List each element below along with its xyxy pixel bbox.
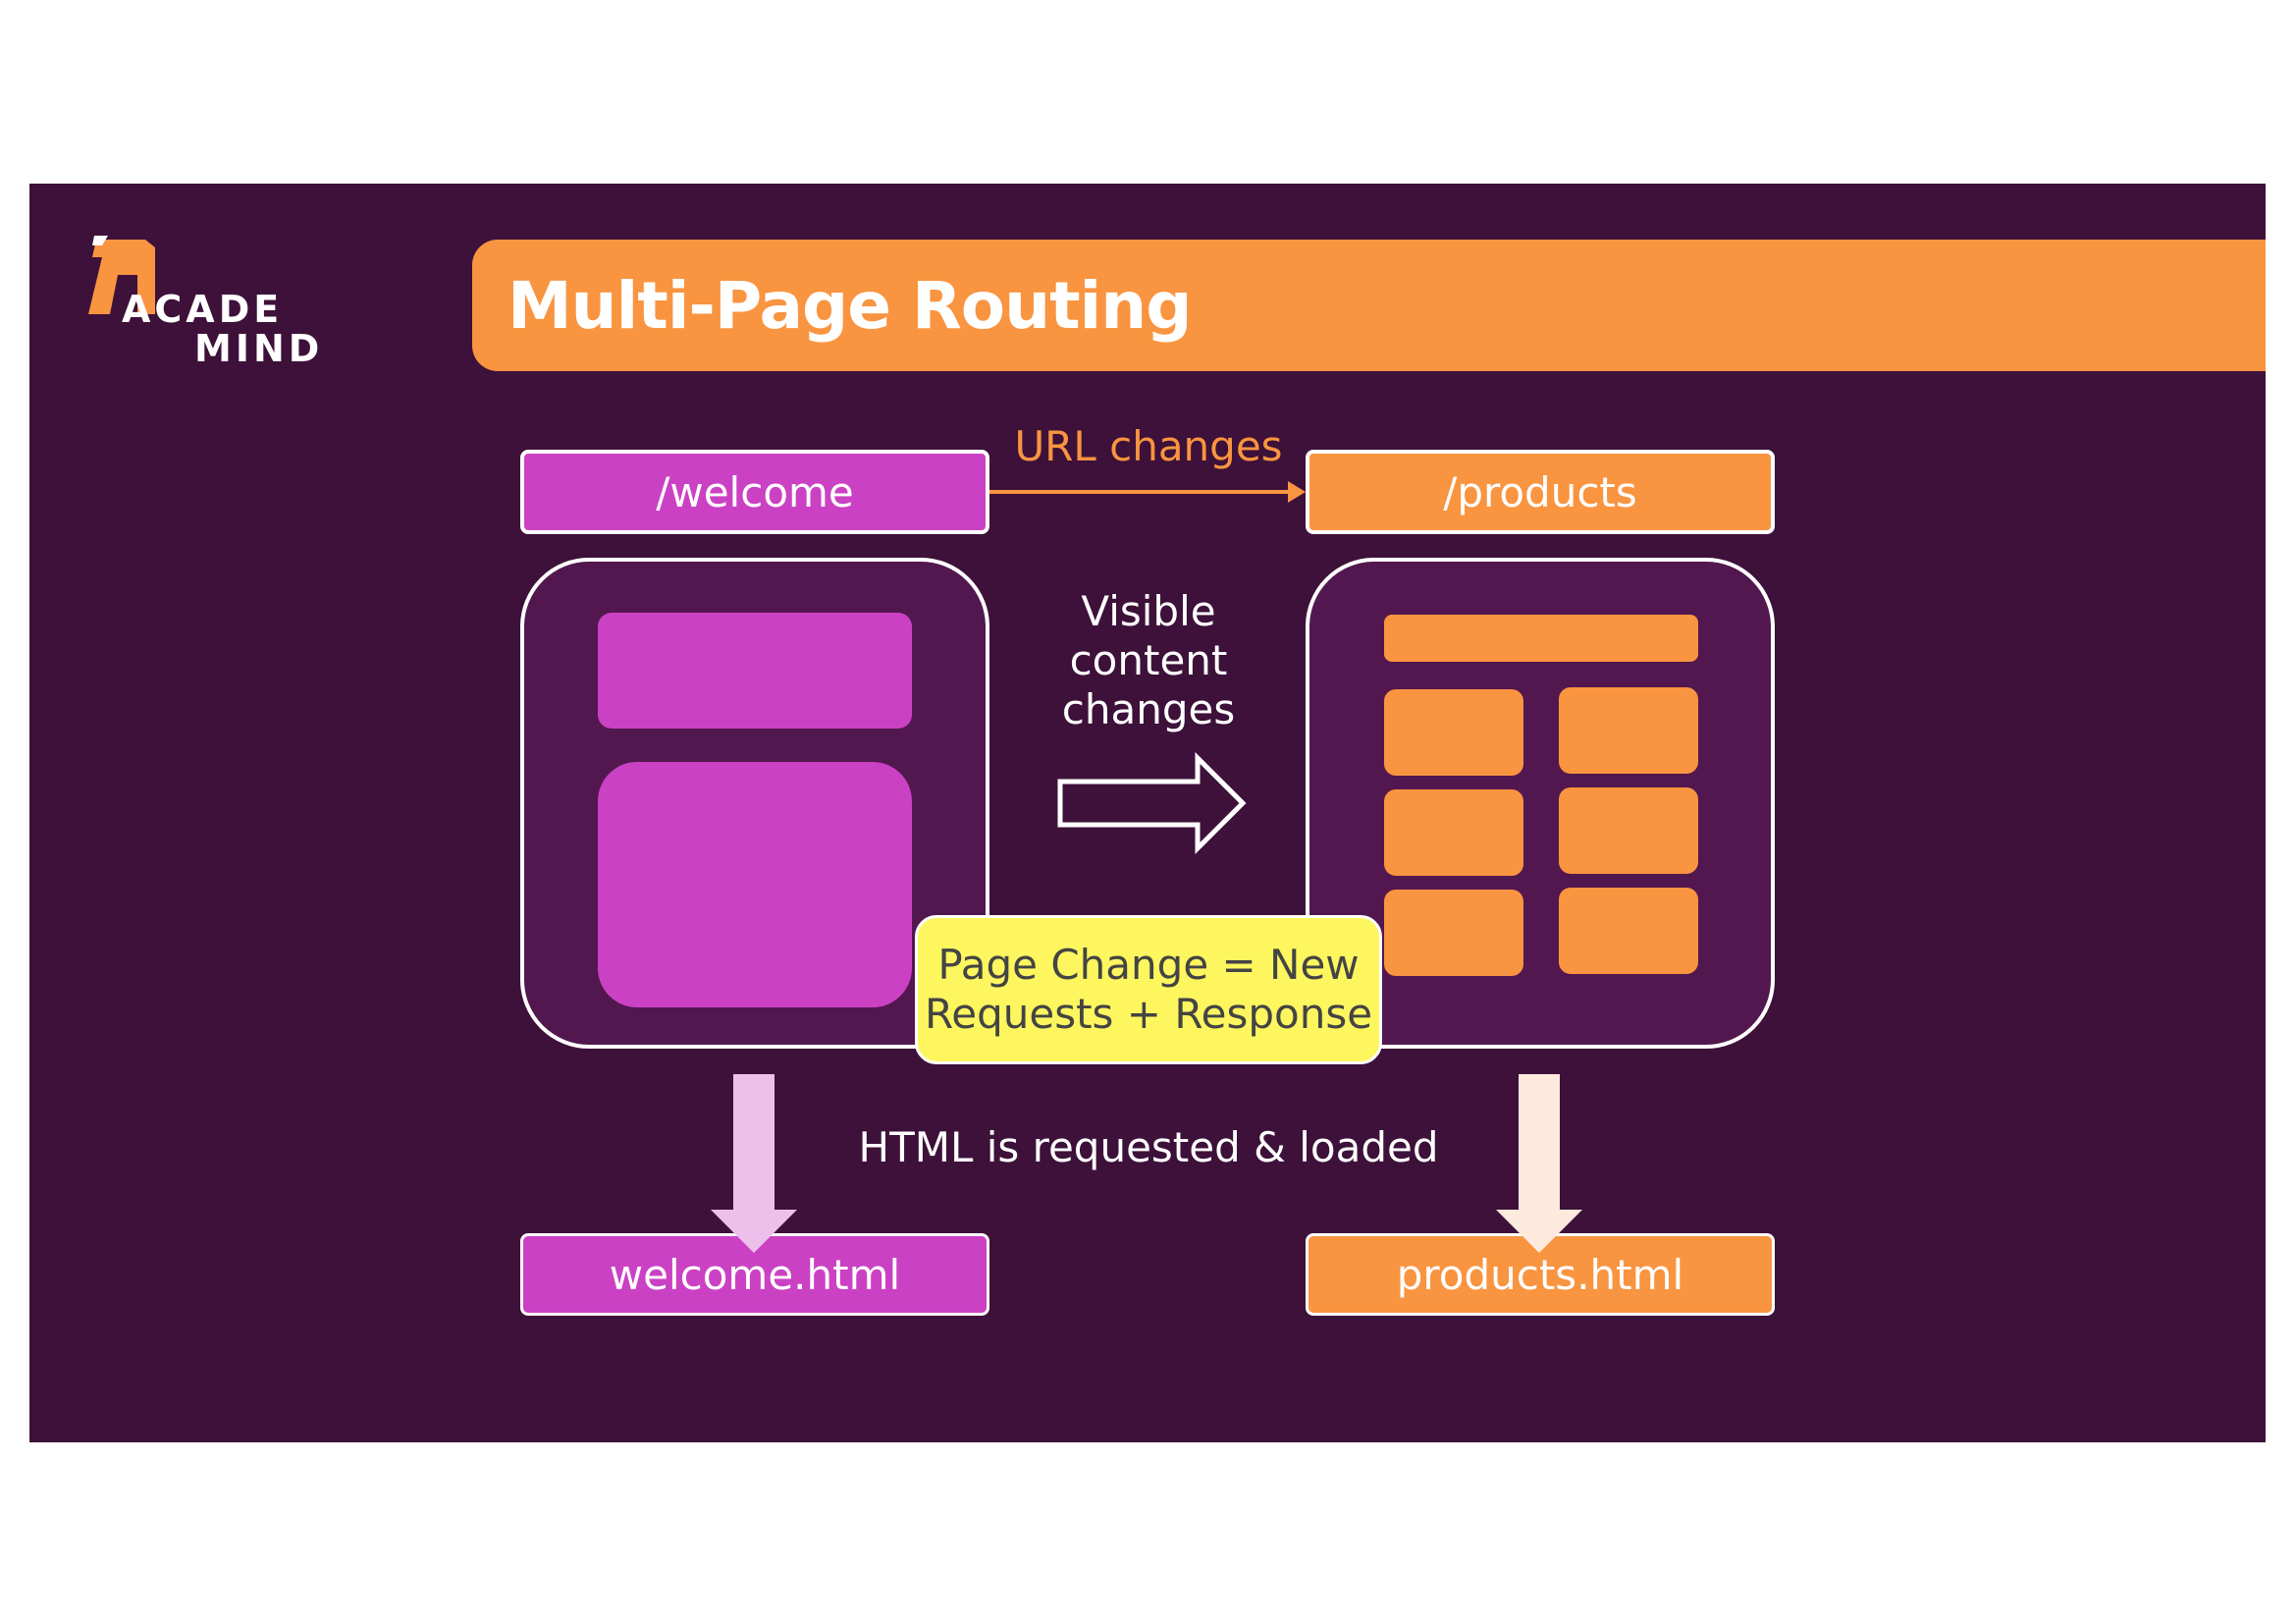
file-welcome-label: welcome.html — [609, 1250, 901, 1299]
products-header-block — [1384, 615, 1698, 662]
product-tile — [1384, 789, 1523, 876]
visible-label-line-1: Visible — [1081, 587, 1216, 635]
note-line-1: Page Change = New — [937, 941, 1360, 989]
html-requested-label: HTML is requested & loaded — [858, 1123, 1439, 1171]
url-change-arrow-head — [1288, 481, 1306, 503]
visible-content-changes-label: Visible content changes — [1001, 587, 1296, 734]
product-tile — [1559, 687, 1698, 774]
route-welcome: /welcome — [520, 450, 989, 534]
welcome-header-block — [598, 613, 912, 729]
title-bar: Multi-Page Routing — [472, 240, 2266, 371]
note-line-2: Requests + Response — [924, 990, 1373, 1038]
product-tile — [1559, 888, 1698, 974]
product-tile — [1384, 890, 1523, 976]
welcome-content-block — [598, 762, 912, 1007]
logo-line-2: MIND — [194, 327, 324, 370]
products-page-mockup — [1306, 558, 1775, 1049]
welcome-download-arrow-icon — [711, 1074, 797, 1253]
welcome-page-mockup — [520, 558, 989, 1049]
products-download-arrow-icon — [1496, 1074, 1582, 1253]
logo-line-1: ACADE — [122, 288, 284, 331]
url-changes-label: URL changes — [1014, 422, 1283, 470]
route-products: /products — [1306, 450, 1775, 534]
page-title: Multi-Page Routing — [507, 267, 1193, 344]
visible-label-line-2: content — [1069, 636, 1228, 684]
route-products-label: /products — [1443, 467, 1637, 516]
product-tile — [1559, 787, 1698, 874]
academind-logo-icon — [88, 236, 155, 314]
content-change-arrow-icon — [1057, 751, 1247, 855]
visible-label-line-3: changes — [1061, 685, 1236, 733]
page-change-note: Page Change = New Requests + Response — [915, 915, 1382, 1064]
route-welcome-label: /welcome — [656, 467, 854, 516]
file-products-label: products.html — [1396, 1250, 1684, 1299]
product-tile — [1384, 689, 1523, 776]
